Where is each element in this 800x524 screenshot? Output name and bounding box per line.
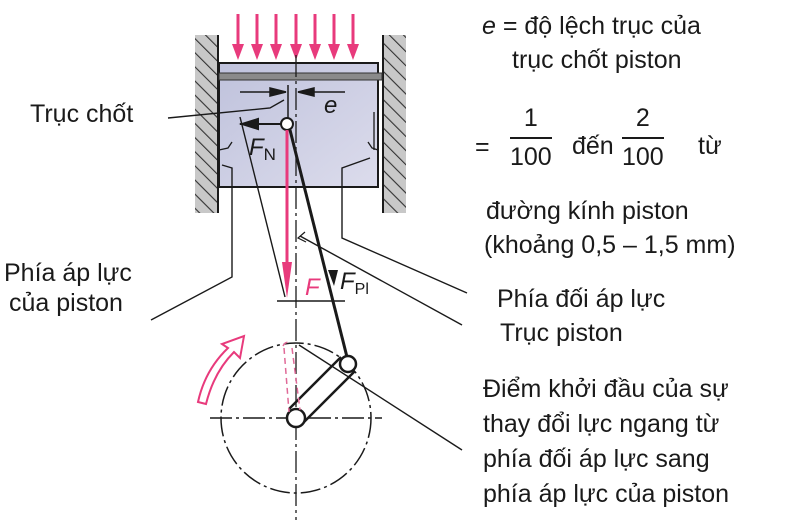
normal-force-arrow bbox=[238, 117, 281, 131]
pin-axis-label: Trục chốt bbox=[30, 100, 134, 128]
fraction-2: 2 100 bbox=[622, 104, 664, 172]
offset-definition-line2: trục chốt piston bbox=[512, 46, 682, 74]
rod-force-arrowhead bbox=[328, 270, 338, 286]
range-label: (khoảng 0,5 – 1,5 mm) bbox=[484, 231, 736, 259]
rod-force-symbol: FPl bbox=[340, 268, 369, 298]
leader-lines bbox=[150, 99, 468, 451]
offset-definition-text: = độ lệch trục của bbox=[495, 12, 701, 40]
fraction-2-denominator: 100 bbox=[622, 143, 664, 171]
offset-symbol: e bbox=[324, 92, 337, 119]
from-word: từ bbox=[698, 132, 722, 160]
offset-definition-line1: e = độ lệch trục của bbox=[482, 12, 701, 41]
thrust-side-label-line2: của piston bbox=[9, 289, 123, 317]
force-symbol: F bbox=[305, 274, 321, 301]
diameter-label: đường kính piston bbox=[486, 197, 689, 225]
offset-e: e bbox=[482, 12, 496, 40]
start-point-label-line3: phía đối áp lực sang bbox=[483, 445, 710, 473]
thrust-side-label-line1: Phía áp lực bbox=[4, 259, 132, 287]
start-point-label-line1: Điểm khởi đầu của sự bbox=[483, 375, 729, 403]
antithrust-side-label: Phía đối áp lực bbox=[497, 285, 666, 313]
rotation-arrow bbox=[196, 334, 246, 406]
fraction-1-denominator: 100 bbox=[510, 143, 552, 171]
cylinder-wall-left bbox=[195, 35, 219, 213]
piston-pin bbox=[280, 117, 294, 131]
normal-force-symbol: FN bbox=[249, 134, 276, 164]
force-f-arrow bbox=[282, 130, 292, 298]
gas-pressure-arrows bbox=[232, 14, 359, 60]
offset-dimension bbox=[240, 85, 345, 120]
start-point-label-line4: phía áp lực của piston bbox=[483, 480, 730, 508]
tdc-dashed-crank bbox=[282, 341, 301, 413]
fraction-1: 1 100 bbox=[510, 104, 552, 172]
fraction-1-numerator: 1 bbox=[510, 104, 552, 139]
start-point-label-line2: thay đổi lực ngang từ bbox=[483, 410, 720, 438]
piston-axis-label: Trục piston bbox=[500, 319, 623, 347]
cylinder-wall-right bbox=[382, 35, 406, 213]
between-word: đến bbox=[572, 132, 614, 160]
angle-tick bbox=[296, 231, 307, 243]
equals-sign: = bbox=[475, 133, 490, 161]
crank-arm bbox=[285, 354, 358, 429]
fraction-2-numerator: 2 bbox=[622, 104, 664, 139]
